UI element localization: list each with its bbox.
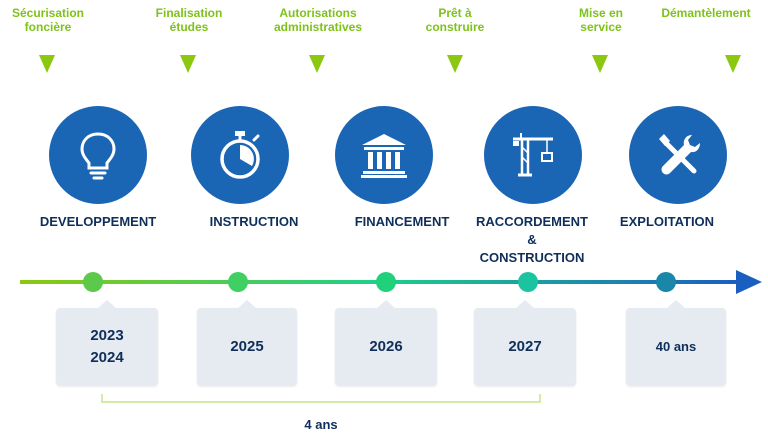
- bank-icon: [361, 134, 407, 178]
- year-label: 2026: [369, 338, 403, 355]
- milestone-triangle-icon: [309, 55, 325, 73]
- phase-circle-raccordement: [484, 106, 582, 204]
- phase-label-financement: FINANCEMENT: [355, 213, 450, 231]
- timeline-dot-exploitation: [656, 272, 676, 292]
- phase-circle-developpement: [49, 106, 147, 204]
- phase-label-instruction: INSTRUCTION: [210, 213, 299, 231]
- duration-label: 4 ans: [304, 417, 338, 432]
- milestone-mise-en-service: Mise en service: [579, 6, 623, 34]
- phase-label-text: RACCORDEMENT & CONSTRUCTION: [476, 214, 588, 265]
- year-label: 2027: [508, 338, 542, 355]
- milestone-triangle-icon: [592, 55, 608, 73]
- year-card-2027: 2027: [474, 300, 576, 386]
- timeline-dot-raccordement: [518, 272, 538, 292]
- milestone-finalisation: Finalisation études: [156, 6, 223, 34]
- stopwatch-icon: [220, 131, 260, 179]
- milestone-pret-construire: Prêt à construire: [426, 6, 485, 34]
- phase-label-text: INSTRUCTION: [209, 214, 299, 229]
- phase-label-exploitation: EXPLOITATION: [620, 213, 714, 231]
- year-card-40-ans: 40 ans: [626, 300, 726, 386]
- phase-label-text: DEVELOPPEMENT: [39, 214, 157, 229]
- crane-icon: [513, 133, 553, 177]
- phase-label-text: FINANCEMENT: [354, 214, 450, 229]
- year-label: 40 ans: [655, 339, 697, 354]
- milestone-label: Finalisation études: [155, 6, 223, 34]
- timeline-dot-financement: [376, 272, 396, 292]
- tools-icon: [659, 134, 700, 175]
- lightbulb-icon: [80, 132, 116, 180]
- phase-label-text: EXPLOITATION: [619, 214, 715, 229]
- duration-bracket: [101, 394, 541, 403]
- milestone-demantelement: Démantèlement: [661, 6, 750, 20]
- year-card-2025: 2025: [197, 300, 297, 386]
- milestone-label: Démantèlement: [661, 6, 751, 20]
- milestone-label: Autorisations administratives: [273, 6, 363, 34]
- milestone-label: Sécurisation foncière: [11, 6, 85, 34]
- phase-circle-instruction: [191, 106, 289, 204]
- milestone-autorisations: Autorisations administratives: [274, 6, 362, 34]
- milestone-triangle-icon: [725, 55, 741, 73]
- year-label: 2023 2024: [90, 327, 124, 366]
- milestone-label: Mise en service: [578, 6, 624, 34]
- milestone-triangle-icon: [447, 55, 463, 73]
- phase-label-developpement: DEVELOPPEMENT: [40, 213, 156, 231]
- phase-label-raccordement: RACCORDEMENT & CONSTRUCTION: [476, 213, 588, 267]
- timeline-dot-instruction: [228, 272, 248, 292]
- phase-circle-exploitation: [629, 106, 727, 204]
- phase-circle-financement: [335, 106, 433, 204]
- year-card-2026: 2026: [335, 300, 437, 386]
- milestone-securisation: Sécurisation foncière: [12, 6, 84, 34]
- year-label: 2025: [230, 338, 264, 355]
- year-card-2023-2024: 2023 2024: [56, 300, 158, 386]
- milestone-triangle-icon: [39, 55, 55, 73]
- milestone-label: Prêt à construire: [425, 6, 485, 34]
- milestone-triangle-icon: [180, 55, 196, 73]
- timeline-dot-developpement: [83, 272, 103, 292]
